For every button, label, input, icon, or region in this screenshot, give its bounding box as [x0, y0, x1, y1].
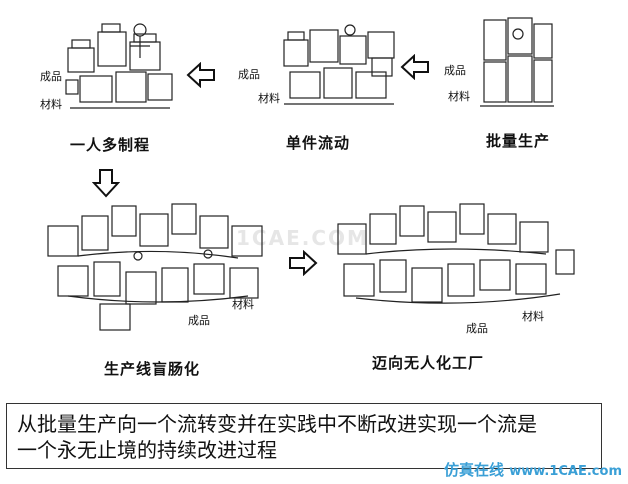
faint-watermark: 1CAE.COM: [236, 226, 369, 250]
label-product: 成品: [466, 322, 488, 335]
arrow-right-icon: [288, 249, 318, 280]
label-material: 材料: [40, 98, 62, 111]
illustration-one-person-multi-process: [60, 18, 180, 118]
summary-box: 从批量生产向一个流转变并在实践中不断改进实现一个流是 一个永无止境的持续改进过程: [6, 403, 602, 469]
arrow-left-icon: [186, 61, 216, 92]
label-material: 材料: [522, 310, 544, 323]
label-product: 成品: [238, 68, 260, 81]
watermark-site: www.1CAE.com: [509, 464, 622, 479]
illustration-unmanned-factory: [330, 198, 580, 328]
arrow-down-icon: [91, 168, 121, 202]
illustration-single-piece-flow: [280, 22, 400, 112]
summary-line-1: 从批量生产向一个流转变并在实践中不断改进实现一个流是: [17, 412, 537, 436]
illustration-line-appendix: [38, 196, 278, 336]
label-material: 材料: [232, 298, 254, 311]
label-product: 成品: [40, 70, 62, 83]
label-material: 材料: [258, 92, 280, 105]
watermark-text: 仿真在线: [443, 461, 504, 479]
label-product: 成品: [188, 314, 210, 327]
caption-single-piece-flow: 单件流动: [286, 134, 351, 152]
caption-line-appendix: 生产线盲肠化: [104, 360, 201, 378]
label-product: 成品: [444, 64, 466, 77]
caption-unmanned-factory: 迈向无人化工厂: [372, 354, 485, 372]
caption-batch-production: 批量生产: [486, 132, 551, 150]
summary-line-2: 一个永无止境的持续改进过程: [17, 438, 277, 462]
caption-one-person-multi-process: 一人多制程: [70, 136, 151, 154]
illustration-batch-production: [478, 14, 556, 110]
label-material: 材料: [448, 90, 470, 103]
arrow-left-icon: [400, 53, 430, 84]
watermark: 仿真在线 www.1CAE.com: [444, 459, 622, 480]
